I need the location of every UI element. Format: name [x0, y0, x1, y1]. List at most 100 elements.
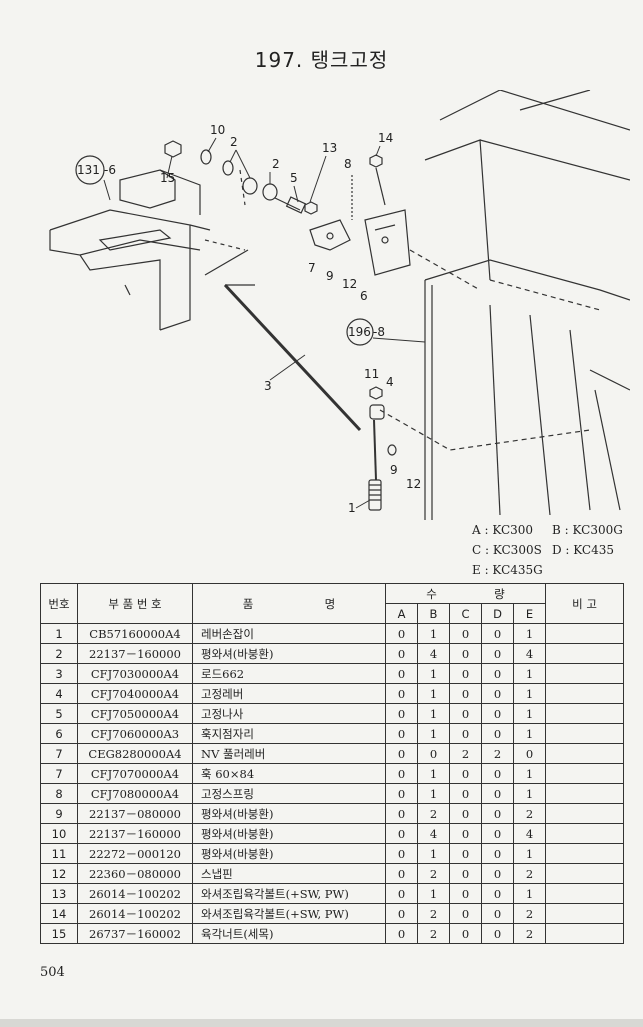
cell-part-no: 22137－080000	[77, 803, 193, 824]
cell-no: 3	[40, 663, 78, 684]
cell-qty: 0	[481, 903, 514, 924]
cell-qty: 0	[449, 723, 482, 744]
cell-no: 15	[40, 923, 78, 944]
cell-qty: 1	[513, 763, 546, 784]
cell-part-no: 22272－000120	[77, 843, 193, 864]
cell-part-no: CFJ7030000A4	[77, 663, 193, 684]
cell-remark	[545, 623, 624, 644]
cell-name: 고정나사	[192, 703, 386, 724]
cell-qty: 1	[417, 763, 450, 784]
model-row: E : KC435G	[472, 560, 632, 580]
cell-qty: 0	[481, 703, 514, 724]
cell-no: 1	[40, 623, 78, 644]
header-col-d: D	[481, 603, 514, 624]
cell-name: 훅 60×84	[192, 763, 386, 784]
cell-qty: 0	[513, 743, 546, 764]
cell-qty: 0	[385, 643, 418, 664]
cell-remark	[545, 863, 624, 884]
callout-13: 13	[322, 141, 337, 155]
cell-qty: 0	[449, 843, 482, 864]
cell-qty: 0	[449, 923, 482, 944]
page-number: 504	[40, 965, 65, 980]
header-part-no: 부 품 번 호	[77, 583, 193, 624]
callout-131: 131	[77, 163, 100, 177]
callout-1: 1	[348, 501, 356, 515]
cell-qty: 2	[513, 803, 546, 824]
cell-part-no: CEG8280000A4	[77, 743, 193, 764]
cell-qty: 2	[417, 863, 450, 884]
callout-14: 14	[378, 131, 393, 145]
cell-remark	[545, 743, 624, 764]
cell-qty: 0	[481, 623, 514, 644]
cell-remark	[545, 723, 624, 744]
header-name-b: 명	[324, 596, 336, 611]
cell-qty: 0	[481, 663, 514, 684]
cell-qty: 0	[481, 843, 514, 864]
callout-196: 196	[348, 325, 371, 339]
cell-qty: 0	[449, 703, 482, 724]
cell-part-no: CFJ7060000A3	[77, 723, 193, 744]
cell-qty: 0	[385, 843, 418, 864]
cell-qty: 1	[417, 843, 450, 864]
cell-qty: 0	[417, 743, 450, 764]
cell-qty: 4	[513, 643, 546, 664]
cell-qty: 2	[513, 903, 546, 924]
model-row: A : KC300 B : KC300G	[472, 520, 632, 540]
cell-part-no: CFJ7070000A4	[77, 763, 193, 784]
cell-qty: 1	[417, 683, 450, 704]
cell-qty: 0	[449, 903, 482, 924]
cell-name: 평와셔(바붕환)	[192, 803, 386, 824]
cell-qty: 2	[417, 923, 450, 944]
cell-name: 평와셔(바붕환)	[192, 823, 386, 844]
header-col-a: A	[385, 603, 418, 624]
cell-qty: 2	[417, 903, 450, 924]
cell-qty: 0	[481, 723, 514, 744]
cell-qty: 1	[513, 663, 546, 684]
table-header-row: 번호 부 품 번 호 품 명 수 량 비 고	[40, 583, 624, 624]
cell-qty: 0	[481, 923, 514, 944]
cell-qty: 0	[449, 663, 482, 684]
cell-qty: 2	[449, 743, 482, 764]
cell-part-no: 22360－080000	[77, 863, 193, 884]
callout-8: 8	[344, 157, 352, 171]
callout-2b: 2	[272, 157, 280, 171]
cell-part-no: CFJ7040000A4	[77, 683, 193, 704]
cell-name: 훅지점자리	[192, 723, 386, 744]
cell-qty: 0	[449, 683, 482, 704]
scan-edge	[0, 1019, 643, 1027]
cell-remark	[545, 643, 624, 664]
cell-part-no: 26014－100202	[77, 903, 193, 924]
model-d: D : KC435	[552, 543, 615, 557]
cell-qty: 2	[481, 743, 514, 764]
cell-remark	[545, 843, 624, 864]
header-col-e: E	[513, 603, 546, 624]
cell-qty: 0	[481, 863, 514, 884]
cell-remark	[545, 823, 624, 844]
cell-no: 2	[40, 643, 78, 664]
header-name-a: 품	[242, 596, 254, 611]
cell-qty: 4	[513, 823, 546, 844]
cell-part-no: 26014－100202	[77, 883, 193, 904]
cell-name: 와셔조립육각볼트(+SW, PW)	[192, 903, 386, 924]
callout-11: 11	[364, 367, 379, 381]
cell-remark	[545, 903, 624, 924]
cell-name: 스냅핀	[192, 863, 386, 884]
header-qty-a: 수	[426, 586, 437, 601]
cell-qty: 0	[449, 803, 482, 824]
cell-qty: 1	[513, 723, 546, 744]
cell-qty: 1	[417, 703, 450, 724]
cell-remark	[545, 883, 624, 904]
diagram-svg: 131 -6 15 10 2 2 5 13 8 14 7 9 12 6 196 …	[49, 89, 631, 520]
callout-15: 15	[160, 171, 175, 185]
header-qty: 수 량	[385, 583, 546, 604]
exploded-parts-diagram: 131 -6 15 10 2 2 5 13 8 14 7 9 12 6 196 …	[30, 89, 631, 530]
cell-qty: 1	[513, 783, 546, 804]
cell-qty: 0	[385, 703, 418, 724]
